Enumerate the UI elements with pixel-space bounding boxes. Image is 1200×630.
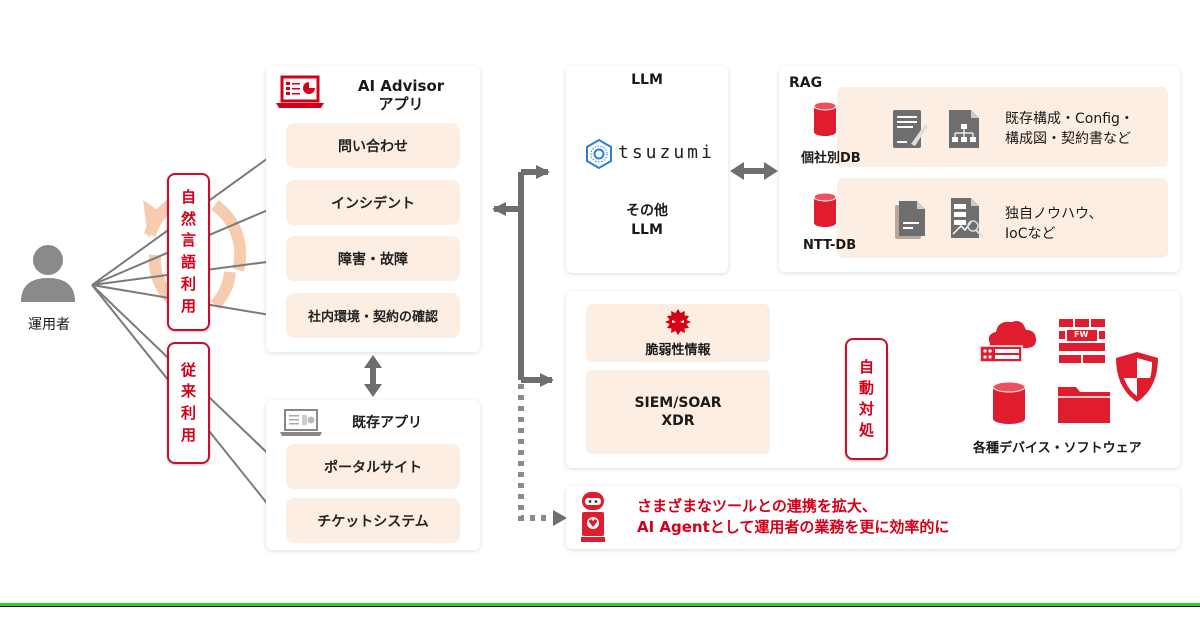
other-llm-line2: LLM <box>631 222 663 238</box>
advisor-bus <box>492 165 567 526</box>
rag-title: RAG <box>789 75 823 91</box>
ai-advisor-title: AI Advisor アプリ <box>326 77 476 113</box>
siem-soar-xdr-box[interactable]: SIEM/SOAR XDR <box>586 370 770 454</box>
ai-advisor-title-line2: アプリ <box>378 95 424 113</box>
threat-analysis-doc-icon <box>949 196 985 240</box>
ai-advisor-panel: AI Advisor アプリ 問い合わせ インシデント 障害・故障 社内環境・契… <box>266 66 480 352</box>
document-edit-icon <box>891 108 929 150</box>
vulnerability-info-box[interactable]: 脆弱性情報 <box>586 304 770 362</box>
char: 用 <box>180 425 196 444</box>
laptop-icon <box>280 408 322 438</box>
char: 来 <box>180 382 196 401</box>
llm-title: LLM <box>631 72 663 88</box>
xdr-label: XDR <box>661 413 695 429</box>
other-llm-line1: その他 <box>626 203 668 219</box>
ai-advisor-item-failure[interactable]: 障害・故障 <box>286 236 460 281</box>
ai-agent-banner: さまざまなツールとの連携を拡大、 AI Agentとして運用者の業務を更に効率的… <box>566 486 1180 549</box>
person-icon <box>18 240 78 304</box>
existing-app-item-portal[interactable]: ポータルサイト <box>286 444 460 489</box>
existing-app-item-ticket[interactable]: チケットシステム <box>286 498 460 543</box>
rag-row-ntt-db <box>837 178 1168 258</box>
char: 自 <box>180 187 196 206</box>
ai-advisor-item-contract-check[interactable]: 社内環境・契約の確認 <box>286 293 460 338</box>
firewall-label: FW <box>1074 330 1089 339</box>
char: 動 <box>858 379 874 397</box>
company-db-label: 個社別DB <box>801 151 861 166</box>
char: 従 <box>180 360 196 379</box>
llm-panel: LLM tsuzumi その他 LLM <box>566 66 728 273</box>
char: 対 <box>858 400 874 418</box>
ntt-db-desc-line1: 独自ノウハウ、 <box>1005 206 1103 222</box>
operator-label: 運用者 <box>28 317 70 333</box>
conventional-usage-label: 従 来 利 用 <box>167 342 210 464</box>
database-icon <box>992 381 1026 425</box>
ai-advisor-item-inquiry[interactable]: 問い合わせ <box>286 123 460 168</box>
company-db-desc-line1: 既存構成・Config・ <box>1005 111 1134 127</box>
advisor-existing-double-arrow <box>364 355 382 397</box>
char: 利 <box>180 404 196 422</box>
malware-bug-icon <box>664 308 692 336</box>
cloud-server-icon <box>980 316 1040 364</box>
char: 語 <box>180 253 196 271</box>
ntt-db-label: NTT-DB <box>803 238 857 253</box>
char: 自 <box>858 358 874 376</box>
ntt-db-description: 独自ノウハウ、 IoCなど <box>1005 204 1103 244</box>
devices-label: 各種デバイス・ソフトウェア <box>973 441 1142 456</box>
bottom-green-rule <box>0 603 1200 606</box>
char: 処 <box>858 421 874 439</box>
database-icon <box>813 101 837 137</box>
vulnerability-info-label: 脆弱性情報 <box>645 343 711 358</box>
natural-language-usage-label: 自 然 言 語 利 用 <box>167 173 210 331</box>
shield-icon <box>1114 350 1160 404</box>
bottom-black-rule <box>0 606 1200 607</box>
other-llm-label: その他 LLM <box>566 202 728 240</box>
database-icon <box>813 192 837 228</box>
tsuzumi-logo-icon <box>584 138 614 170</box>
llm-rag-double-arrow <box>730 162 778 180</box>
siem-soar-label: SIEM/SOAR <box>634 395 722 411</box>
laptop-dashboard-icon <box>276 75 324 111</box>
rag-row-company-db <box>837 87 1168 167</box>
ai-agent-message: さまざまなツールとの連携を拡大、 AI Agentとして運用者の業務を更に効率的… <box>637 496 949 538</box>
char: 用 <box>180 296 196 315</box>
ai-agent-message-line2: AI Agentとして運用者の業務を更に効率的に <box>637 518 950 536</box>
company-db-description: 既存構成・Config・ 構成図・契約書など <box>1005 109 1134 149</box>
tsuzumi-brand: tsuzumi <box>618 142 715 163</box>
char: 然 <box>180 209 196 228</box>
existing-app-panel: 既存アプリ ポータルサイト チケットシステム <box>266 400 480 550</box>
company-db-desc-line2: 構成図・契約書など <box>1005 131 1131 147</box>
auto-response-label: 自 動 対 処 <box>845 338 888 460</box>
existing-app-title: 既存アプリ <box>352 415 422 431</box>
char: 利 <box>180 274 196 293</box>
network-diagram-doc-icon <box>947 108 981 150</box>
rag-panel: RAG 個社別DB NTT-DB 既存構成・Config・ 構成図・契約書など … <box>779 66 1180 272</box>
firewall-icon: FW <box>1059 319 1105 363</box>
char: 言 <box>180 231 196 250</box>
ntt-db-desc-line2: IoCなど <box>1005 226 1056 242</box>
robot-agent-icon <box>580 490 606 544</box>
ai-advisor-item-incident[interactable]: インシデント <box>286 180 460 225</box>
ai-advisor-title-line1: AI Advisor <box>357 77 445 95</box>
documents-stack-icon <box>893 198 929 240</box>
folder-icon <box>1056 385 1112 425</box>
ai-agent-message-line1: さまざまなツールとの連携を拡大、 <box>637 497 877 515</box>
security-panel: 脆弱性情報 SIEM/SOAR XDR 自 動 対 処 FW <box>566 291 1180 468</box>
